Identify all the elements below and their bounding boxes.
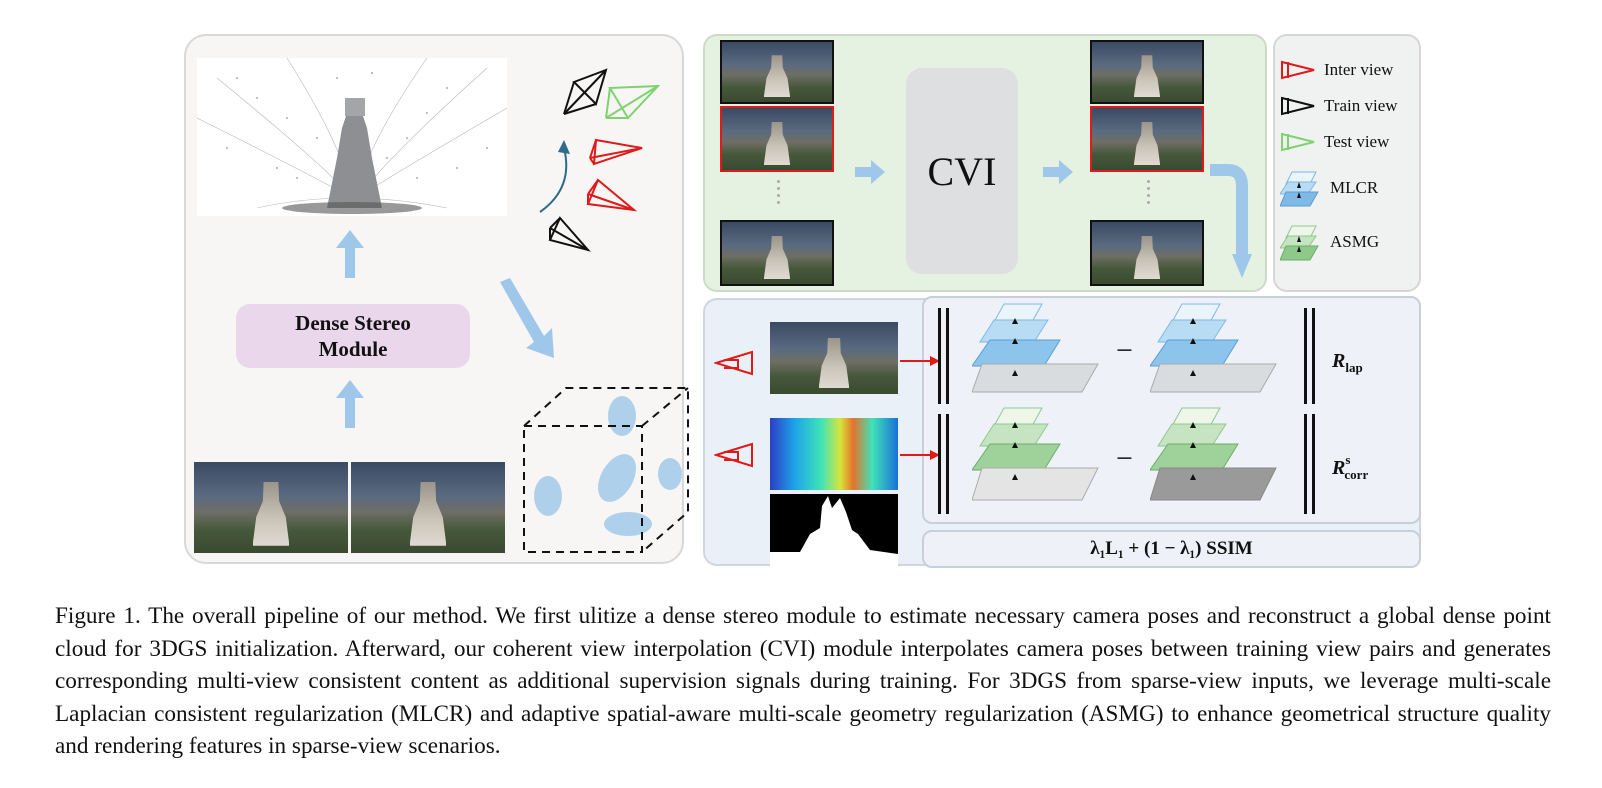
minus-sign: − bbox=[1116, 442, 1133, 475]
point-cloud-image bbox=[196, 57, 508, 216]
cvi-label: CVI bbox=[927, 148, 997, 194]
input-image-1 bbox=[194, 462, 348, 553]
camera-frustum-icon bbox=[714, 442, 753, 468]
camera-frustum-icon bbox=[1281, 96, 1315, 116]
norm-bar bbox=[938, 414, 941, 514]
norm-bar bbox=[938, 308, 941, 404]
depth-map-image bbox=[770, 418, 898, 490]
arrow-up-icon bbox=[336, 380, 364, 428]
geometry-pyramid-rendered bbox=[972, 407, 1099, 501]
train-view-image-1 bbox=[720, 40, 834, 104]
minus-sign: − bbox=[1116, 334, 1133, 367]
norm-bar bbox=[1304, 308, 1307, 404]
legend-mlcr: MLCR bbox=[1280, 168, 1378, 208]
norm-bar bbox=[1304, 414, 1307, 514]
ellipsis-dots bbox=[777, 176, 781, 208]
dense-stereo-label-line1: Dense Stereo bbox=[295, 311, 411, 335]
caption-text: Figure 1. The overall pipeline of our me… bbox=[55, 603, 1551, 759]
inter-view-image-output bbox=[1090, 106, 1204, 172]
arrow-right-icon bbox=[855, 160, 885, 184]
train-view-image-2 bbox=[720, 220, 834, 286]
norm-bar bbox=[1312, 308, 1315, 404]
camera-frustum-icon bbox=[714, 350, 753, 376]
legend-inter-view: Inter view bbox=[1280, 60, 1393, 80]
legend-label: Train view bbox=[1324, 96, 1398, 115]
geometry-pyramid-gt bbox=[1150, 407, 1277, 501]
arrow-up-icon bbox=[336, 230, 364, 278]
arrow-right-red-icon bbox=[900, 356, 940, 366]
r-lap-label: Rlap bbox=[1332, 350, 1363, 375]
camera-poses-illustration bbox=[539, 68, 661, 252]
input-image-2 bbox=[351, 462, 505, 553]
legend-label: MLCR bbox=[1330, 178, 1379, 197]
train-view-output-2 bbox=[1090, 220, 1204, 286]
rendered-image bbox=[770, 322, 898, 394]
inter-view-image-input bbox=[720, 106, 834, 172]
norm-bar bbox=[946, 308, 949, 404]
legend-asmg: ASMG bbox=[1280, 222, 1379, 262]
legend-test-view: Test view bbox=[1280, 132, 1389, 152]
ellipsis-dots bbox=[1147, 176, 1151, 208]
dense-stereo-label-line2: Module bbox=[318, 337, 388, 361]
layer-stack-icon bbox=[1280, 171, 1319, 207]
mask-image bbox=[770, 494, 898, 566]
loss-formula: λ₁L₁ + (1 − λ₁) SSIM bbox=[922, 530, 1421, 568]
arrow-right-red-icon bbox=[900, 450, 940, 460]
laplacian-pyramid-rendered bbox=[972, 303, 1099, 393]
dense-stereo-module: Dense Stereo Module bbox=[236, 304, 470, 368]
legend-label: Test view bbox=[1324, 132, 1390, 151]
legend-panel bbox=[1273, 34, 1421, 292]
figure-caption: Figure 1. The overall pipeline of our me… bbox=[55, 600, 1551, 763]
layer-stack-icon bbox=[1280, 225, 1319, 261]
arrow-curved-down-icon bbox=[1210, 164, 1252, 278]
train-view-output-1 bbox=[1090, 40, 1204, 104]
legend-label: Inter view bbox=[1324, 60, 1394, 79]
loss-text: λ₁L₁ + (1 − λ₁) SSIM bbox=[1090, 538, 1253, 559]
arrow-diagonal-icon bbox=[500, 278, 554, 358]
camera-frustum-icon bbox=[1281, 132, 1315, 152]
norm-bar bbox=[1312, 414, 1315, 514]
cvi-module: CVI bbox=[906, 68, 1018, 274]
arrow-right-icon bbox=[1043, 160, 1073, 184]
camera-frustum-icon bbox=[1281, 60, 1315, 80]
gaussian-cube-illustration bbox=[523, 387, 689, 553]
r-corr-label: Rscorr bbox=[1332, 452, 1369, 482]
mask-shape bbox=[770, 496, 898, 566]
laplacian-pyramid-gt bbox=[1150, 303, 1277, 393]
legend-label: ASMG bbox=[1330, 232, 1380, 251]
norm-bar bbox=[946, 414, 949, 514]
legend-train-view: Train view bbox=[1280, 96, 1398, 116]
